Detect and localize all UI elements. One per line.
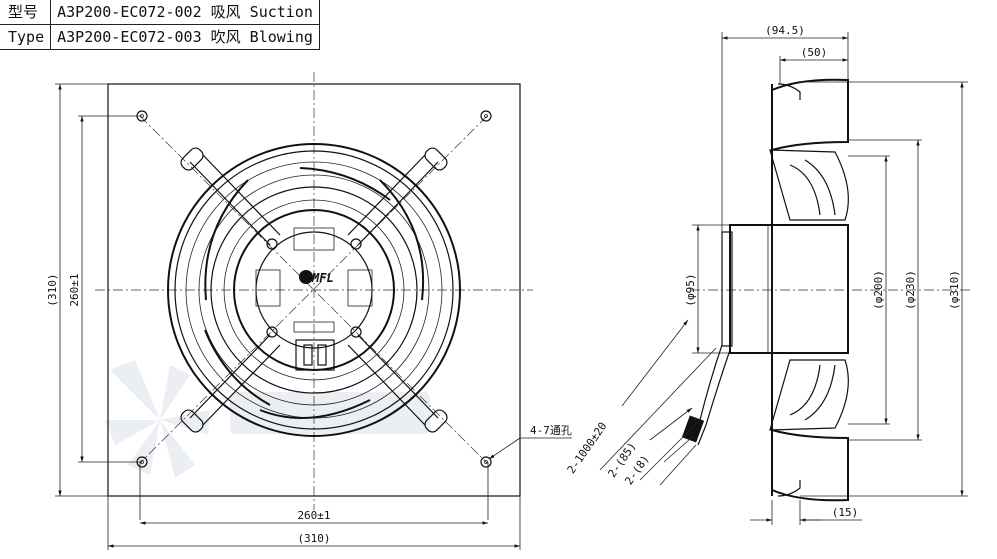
mount-hole bbox=[480, 110, 492, 122]
motor-vents bbox=[255, 227, 373, 333]
venturi-ring bbox=[771, 78, 849, 151]
hole-note: 4-7通孔 bbox=[530, 424, 572, 437]
dim-ring: (φ230) bbox=[904, 270, 917, 310]
spec-row-blowing: Type A3P200-EC072-003 吹风 Blowing bbox=[0, 24, 320, 50]
cable-gland bbox=[295, 339, 335, 371]
front-view: MFL 260±1 (310) 260±1 (310) 4-7通孔 bbox=[46, 72, 572, 550]
svg-text:MFL: MFL bbox=[311, 271, 334, 285]
watermark-logo bbox=[105, 360, 430, 478]
diagonal-center-line bbox=[139, 115, 488, 464]
brand-logo: MFL bbox=[299, 270, 334, 285]
dim-depth-motor: (50) bbox=[801, 46, 828, 59]
fan-blades bbox=[204, 167, 425, 419]
spec-row-suction: 型号 A3P200-EC072-002 吸风 Suction bbox=[0, 0, 320, 25]
dim-holes-v: 260±1 bbox=[68, 273, 81, 306]
spec-value: A3P200-EC072-002 吸风 Suction bbox=[50, 0, 320, 25]
side-motor bbox=[729, 224, 849, 354]
dim-outer-v: (310) bbox=[46, 273, 59, 306]
dim-impeller: (φ200) bbox=[872, 270, 885, 310]
impeller-blades bbox=[769, 149, 849, 431]
dim-outer-h: (310) bbox=[297, 532, 330, 545]
spec-table: 型号 A3P200-EC072-002 吸风 Suction Type A3P2… bbox=[0, 0, 320, 50]
spec-value: A3P200-EC072-003 吹风 Blowing bbox=[50, 24, 320, 50]
motor-screws bbox=[266, 238, 362, 338]
dim-line-cable bbox=[621, 319, 689, 407]
side-view: (94.5) (50) (15) (φ95) (φ200) (φ230) (φ3… bbox=[565, 24, 970, 525]
fan-outer-ring bbox=[167, 143, 461, 437]
dim-hub: (φ95) bbox=[684, 273, 697, 306]
hole-note-leader bbox=[488, 437, 521, 460]
dim-flange: (15) bbox=[832, 506, 859, 519]
mount-hole bbox=[480, 456, 492, 468]
spec-label: 型号 bbox=[0, 0, 52, 25]
dim-holes-h: 260±1 bbox=[297, 509, 330, 522]
diagonal-center-line bbox=[139, 115, 488, 464]
dim-plate: (φ310) bbox=[948, 270, 961, 310]
dim-depth-total: (94.5) bbox=[765, 24, 805, 37]
